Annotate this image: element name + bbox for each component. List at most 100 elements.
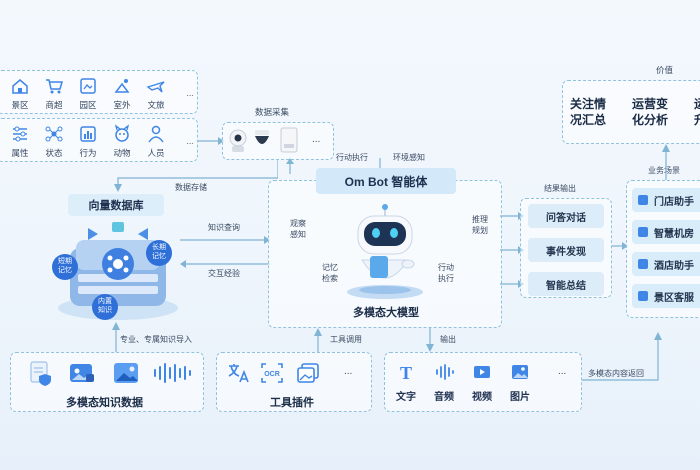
park-icon bbox=[80, 78, 96, 94]
short-memory-label: 短期 记忆 bbox=[58, 258, 72, 274]
tools-box bbox=[216, 352, 372, 412]
audio-icon bbox=[436, 364, 454, 380]
result-item: 事件发现 bbox=[528, 238, 604, 262]
label-memory: 记忆 检索 bbox=[322, 263, 338, 283]
perception-type-item: 状态 bbox=[40, 124, 68, 159]
scene-category-item: 室外 bbox=[108, 76, 136, 111]
perception-type-label: 状态 bbox=[45, 148, 63, 158]
top-category-box bbox=[0, 70, 198, 114]
inner-knowledge-badge bbox=[92, 294, 118, 320]
short-memory-badge bbox=[52, 254, 78, 280]
device-box-icon bbox=[280, 127, 298, 153]
scene-category-label: 商超 bbox=[45, 100, 63, 110]
camera-icon bbox=[229, 129, 247, 152]
tools-more: ... bbox=[344, 366, 353, 377]
scene-category-item: 商超 bbox=[40, 76, 68, 111]
arrow-return bbox=[582, 332, 662, 381]
image-icon bbox=[512, 365, 528, 379]
label-perceive: 环境感知 bbox=[393, 153, 425, 162]
person-icon bbox=[148, 125, 164, 143]
label-return: 多模态内容返回 bbox=[588, 369, 644, 378]
long-memory-label: 长期 记忆 bbox=[152, 244, 166, 260]
arrow-store bbox=[114, 160, 278, 192]
scene-item: 景区客服 bbox=[632, 284, 700, 308]
result-item: 智能总结 bbox=[528, 272, 604, 296]
perception-type-item: 人员 bbox=[142, 124, 170, 159]
perception-type-label: 行为 bbox=[79, 148, 97, 158]
svg-text:OCR: OCR bbox=[264, 371, 280, 378]
scene-square-icon bbox=[638, 195, 648, 205]
label-result: 结果输出 bbox=[544, 184, 576, 193]
arrow-output bbox=[426, 328, 434, 352]
label-import: 专业、专属知识导入 bbox=[120, 335, 192, 344]
inner-knowledge-label: 内置 知识 bbox=[98, 298, 112, 314]
agent-title: Om Bot 智能体 bbox=[316, 168, 456, 194]
perception-type-label: ... bbox=[186, 136, 194, 146]
scene-square-icon bbox=[638, 227, 648, 237]
scene-item: 门店助手 bbox=[632, 188, 700, 212]
scene-category-item: 景区 bbox=[6, 76, 34, 111]
nodes-icon bbox=[45, 126, 63, 142]
media-box bbox=[384, 352, 582, 412]
perception-type-item: 行为 bbox=[74, 124, 102, 159]
arrow-to-collect bbox=[198, 137, 224, 145]
translate-icon bbox=[228, 364, 249, 383]
label-observe: 观察 感知 bbox=[290, 219, 306, 239]
dome-camera-icon bbox=[255, 130, 269, 144]
value-item: 运营变 化分析 bbox=[632, 97, 669, 127]
plane-icon bbox=[146, 81, 165, 93]
scene-square-icon bbox=[638, 291, 648, 301]
tools-title: 工具插件 bbox=[270, 397, 314, 409]
image-gallery-icon bbox=[297, 363, 319, 383]
label-query: 知识查询 bbox=[208, 223, 240, 232]
label-exchange: 交互经验 bbox=[208, 269, 240, 278]
chart-bar-icon bbox=[80, 126, 96, 142]
perception-type-item: ... bbox=[176, 124, 204, 146]
label-store: 数据存储 bbox=[175, 183, 207, 192]
audio-wave-icon bbox=[154, 363, 191, 383]
label-execute: 行动 执行 bbox=[438, 263, 454, 283]
perception-type-item: 动物 bbox=[108, 124, 136, 159]
data-collect-title: 数据采集 bbox=[255, 107, 290, 117]
media-type-item: 视频 bbox=[472, 362, 492, 403]
picture-icon bbox=[114, 363, 138, 383]
result-item: 问答对话 bbox=[528, 204, 604, 228]
label-value: 价值 bbox=[656, 65, 674, 75]
database-stack-icon bbox=[58, 222, 178, 320]
scene-category-label: 景区 bbox=[11, 100, 29, 110]
value-item: 关注情 况汇总 bbox=[570, 97, 607, 127]
collect-more: ... bbox=[312, 134, 321, 145]
document-shield-icon bbox=[30, 361, 51, 386]
arrow-query bbox=[180, 236, 270, 244]
scene-category-label: 室外 bbox=[113, 100, 131, 110]
svg-text:T: T bbox=[400, 363, 412, 382]
cart-icon bbox=[46, 79, 63, 94]
text-icon: T bbox=[400, 363, 412, 382]
label-action: 行动执行 bbox=[336, 153, 368, 162]
scene-item: 智慧机房 bbox=[632, 220, 700, 244]
video-icon bbox=[474, 366, 490, 378]
value-box bbox=[562, 80, 700, 144]
scene-square-icon bbox=[638, 259, 648, 269]
scene-category-item: 园区 bbox=[74, 76, 102, 111]
scene-category-label: 文旅 bbox=[147, 100, 165, 110]
media-more: ... bbox=[558, 366, 567, 377]
vector-db-title: 向量数据库 bbox=[68, 194, 164, 216]
model-title: 多模态大模型 bbox=[353, 307, 419, 319]
perception-type-label: 动物 bbox=[113, 148, 131, 158]
top-attribute-box bbox=[0, 118, 198, 162]
label-tool-call: 工具调用 bbox=[330, 335, 362, 344]
long-memory-badge bbox=[146, 240, 172, 266]
sliders-icon bbox=[13, 126, 27, 142]
home-icon bbox=[12, 79, 28, 94]
media-type-item: 音频 bbox=[434, 362, 454, 403]
scene-category-item: ... bbox=[176, 76, 204, 98]
arrow-results-scenes bbox=[612, 242, 628, 250]
knowledge-title: 多模态知识数据 bbox=[66, 397, 143, 409]
media-type-item: 图片 bbox=[510, 362, 530, 403]
scene-item: 酒店助手 bbox=[632, 252, 700, 276]
outdoor-icon bbox=[114, 79, 130, 93]
pet-icon bbox=[114, 124, 130, 142]
label-output: 输出 bbox=[440, 335, 456, 344]
